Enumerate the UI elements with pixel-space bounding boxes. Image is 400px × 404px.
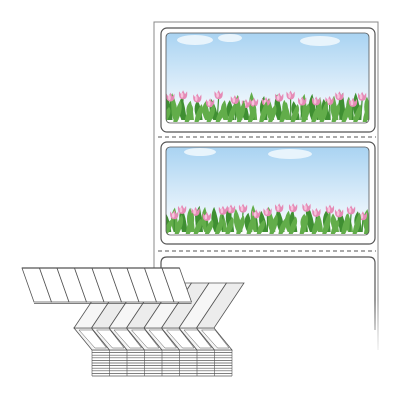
tulip-highlight bbox=[304, 205, 307, 210]
tulip-stem bbox=[352, 106, 353, 120]
tulip-highlight bbox=[208, 101, 211, 106]
tulip-highlight bbox=[205, 214, 208, 219]
tulip-stem bbox=[362, 219, 363, 232]
tulip-highlight bbox=[351, 100, 354, 105]
tulip-highlight bbox=[291, 206, 294, 211]
tulip-highlight bbox=[195, 96, 198, 101]
tulip-highlight bbox=[288, 93, 291, 98]
tulip-highlight bbox=[349, 208, 352, 213]
tulip-highlight bbox=[328, 207, 331, 212]
tulip-highlight bbox=[314, 210, 317, 215]
tulip-highlight bbox=[337, 94, 340, 99]
tulip-highlight bbox=[327, 98, 330, 103]
tulip-highlight bbox=[193, 209, 196, 214]
label-2-tulip-image bbox=[163, 147, 372, 235]
label-1-tulip-image bbox=[162, 33, 372, 123]
tulip-highlight bbox=[277, 95, 280, 100]
tulip-highlight bbox=[216, 93, 219, 98]
label-2 bbox=[161, 142, 375, 244]
tulip-highlight bbox=[265, 210, 268, 215]
tulip-highlight bbox=[360, 94, 363, 99]
tulip-highlight bbox=[180, 207, 183, 212]
tulip-highlight bbox=[337, 211, 340, 216]
tulip-highlight bbox=[229, 207, 232, 212]
tulip-stem bbox=[330, 104, 331, 120]
tulip-highlight bbox=[314, 99, 317, 104]
tulip-highlight bbox=[221, 208, 224, 213]
tulip-highlight bbox=[252, 100, 255, 105]
tulip-highlight bbox=[233, 98, 236, 103]
tulip-highlight bbox=[181, 93, 184, 98]
tulip-highlight bbox=[172, 213, 175, 218]
label-1 bbox=[161, 28, 375, 132]
tulip-highlight bbox=[254, 212, 257, 217]
tulip-highlight bbox=[300, 99, 303, 104]
tulip-highlight bbox=[168, 95, 171, 100]
tulip-highlight bbox=[277, 206, 280, 211]
tulip-highlight bbox=[241, 206, 244, 211]
